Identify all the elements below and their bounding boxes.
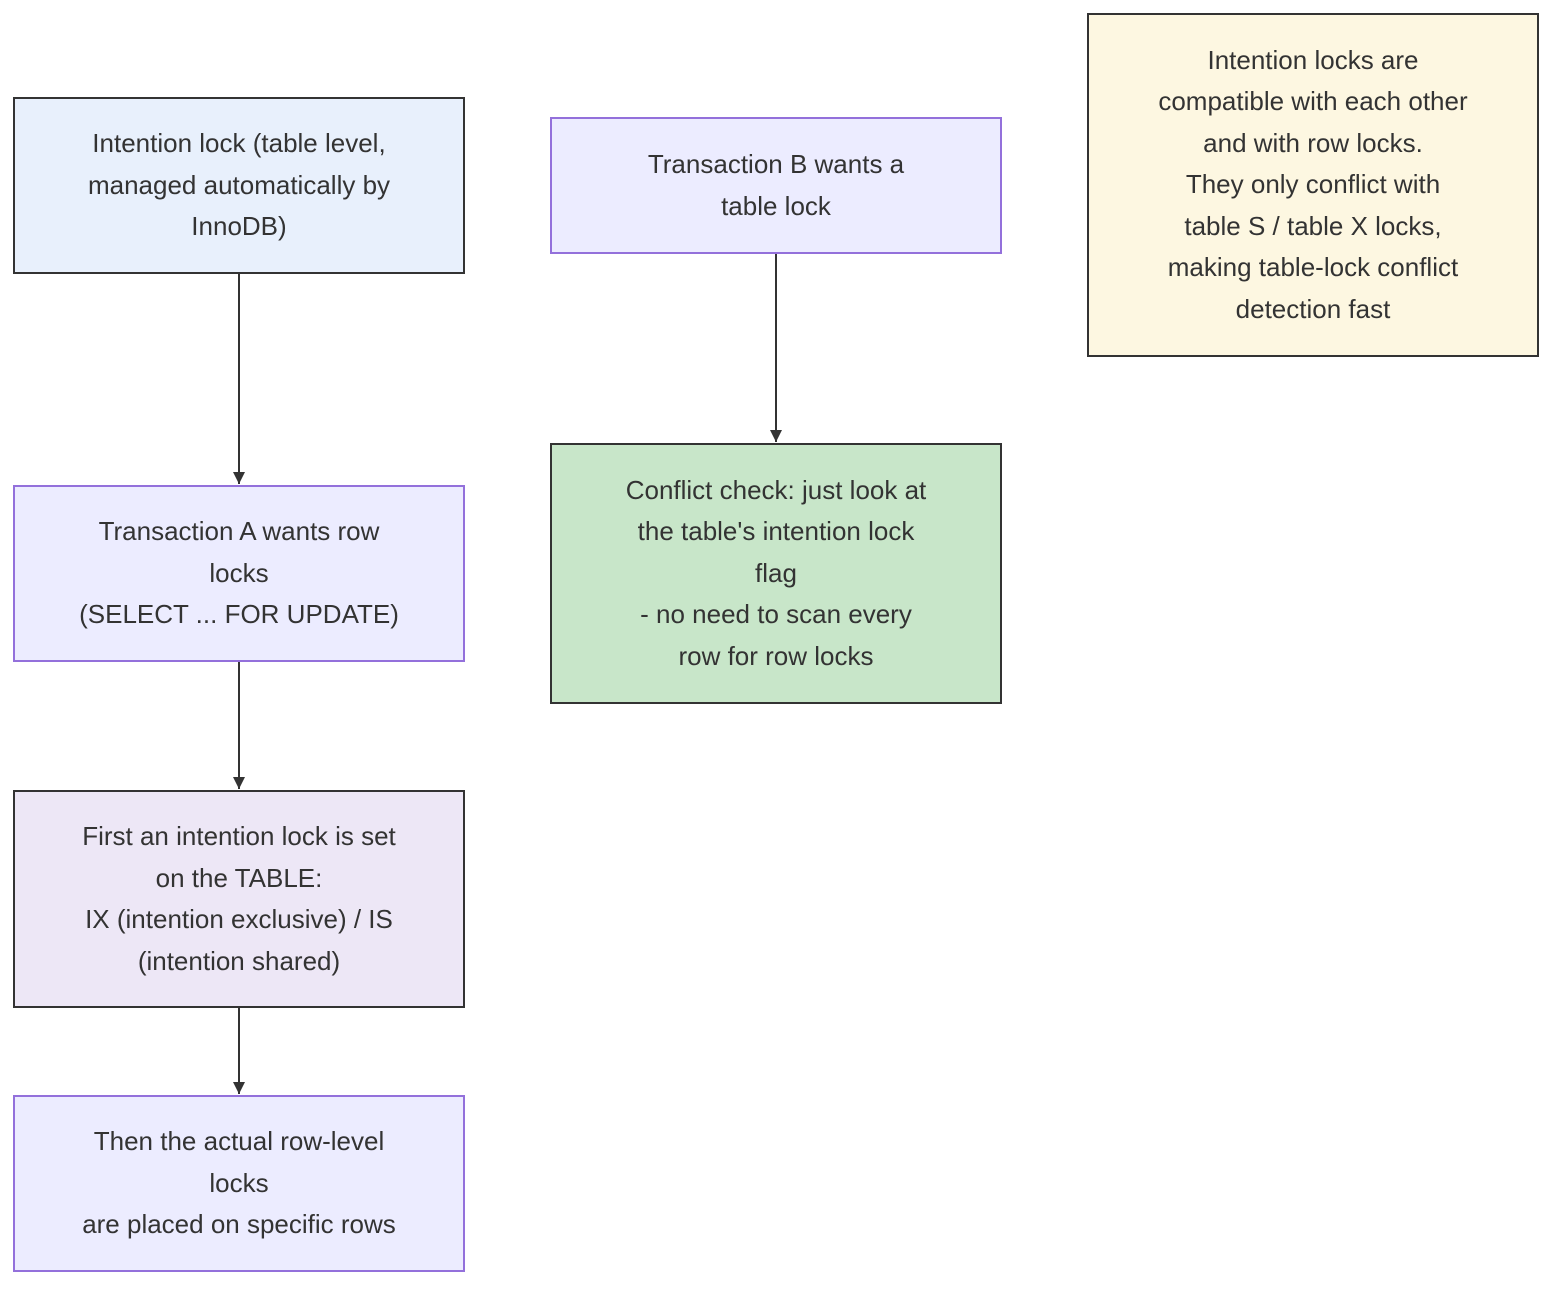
node-intention-set: First an intention lock is set on the TA…: [13, 790, 465, 1008]
node-conflict-check: Conflict check: just look at the table's…: [550, 443, 1002, 704]
note-line: Intention locks are: [1207, 44, 1419, 75]
node-transaction-b: Transaction B wants a table lock: [550, 117, 1002, 254]
node-line: the table's intention lock: [637, 516, 915, 547]
node-line: Conflict check: just look at: [625, 474, 927, 505]
node-line: row for row locks: [678, 640, 874, 671]
node-line: Then the actual row-level: [93, 1126, 385, 1157]
note-compatibility: Intention locks are compatible with each…: [1087, 13, 1539, 357]
note-line: table S / table X locks,: [1184, 210, 1442, 241]
node-line: Transaction A wants row: [98, 516, 380, 547]
node-line: InnoDB): [191, 211, 287, 242]
node-line: table lock: [721, 190, 831, 221]
node-line: IX (intention exclusive) / IS: [85, 904, 393, 934]
node-line: flag: [755, 557, 797, 588]
node-line: managed automatically by: [87, 169, 391, 200]
node-line: locks: [209, 1167, 269, 1198]
node-line: Intention lock (table level,: [92, 128, 386, 159]
note-line: detection fast: [1235, 293, 1391, 324]
node-line: (intention shared): [137, 945, 341, 976]
node-row-locks: Then the actual row-level locks are plac…: [13, 1095, 465, 1272]
node-line: (SELECT ... FOR UPDATE): [79, 599, 399, 630]
node-line: locks: [209, 557, 269, 588]
node-line: on the TABLE:: [155, 862, 323, 893]
node-line: - no need to scan every: [640, 599, 912, 630]
note-line: and with row locks.: [1203, 127, 1423, 158]
note-line: They only conflict with: [1185, 169, 1441, 200]
node-line: Transaction B wants a: [647, 149, 905, 179]
node-intention-lock: Intention lock (table level, managed aut…: [13, 97, 465, 274]
node-line: First an intention lock is set: [82, 821, 396, 851]
node-line: are placed on specific rows: [82, 1209, 396, 1240]
note-line: compatible with each other: [1158, 86, 1468, 117]
note-line: making table-lock conflict: [1167, 252, 1459, 283]
node-transaction-a: Transaction A wants row locks (SELECT ..…: [13, 485, 465, 662]
